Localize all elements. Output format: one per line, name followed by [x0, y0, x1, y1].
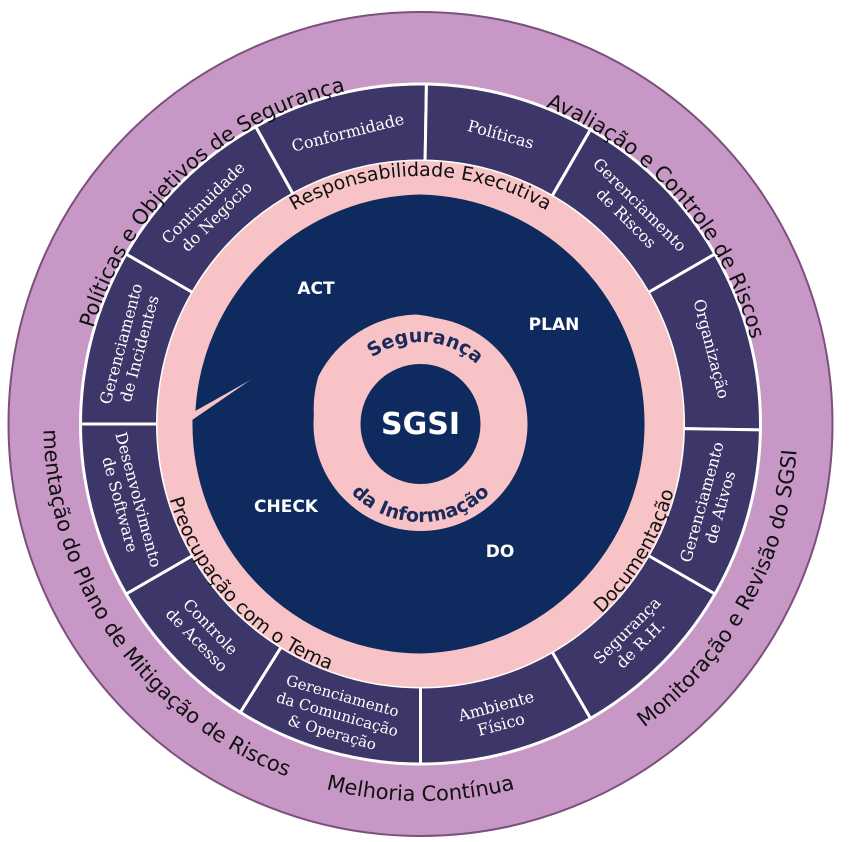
center-navy-circle [360, 364, 481, 484]
label-check: CHECK [254, 497, 319, 517]
label-act: ACT [297, 279, 335, 299]
pdca-cycle [192, 194, 645, 654]
sgsi-title: SGSI [381, 407, 460, 442]
pdca-act-segment [195, 194, 453, 411]
label-plan: PLAN [529, 315, 580, 335]
label-do: DO [486, 542, 515, 562]
